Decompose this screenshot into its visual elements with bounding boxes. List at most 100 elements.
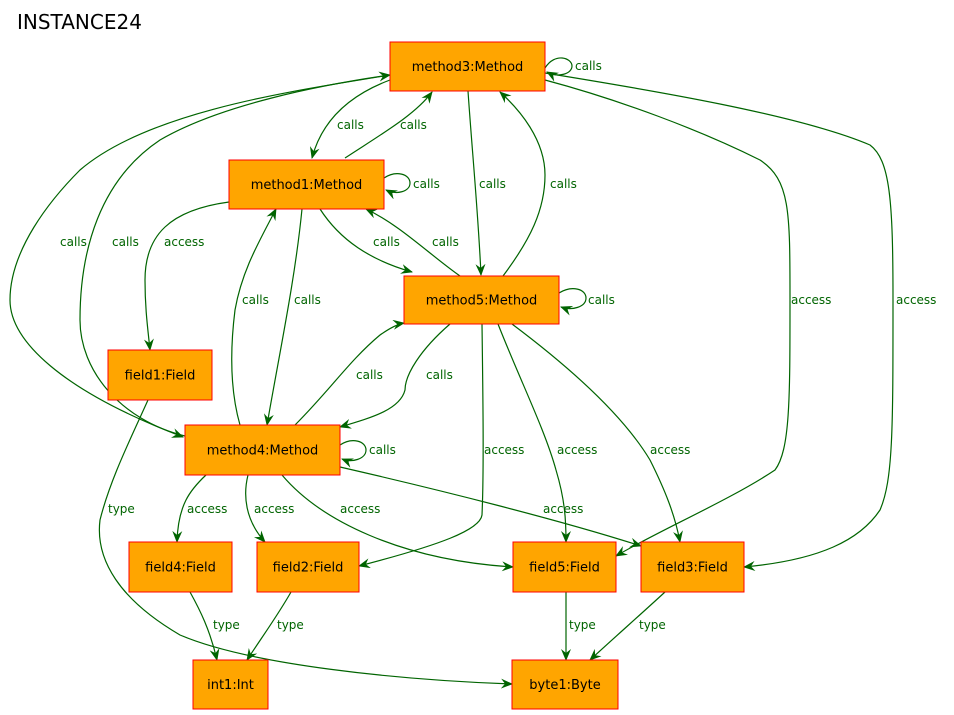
edge-line — [544, 72, 894, 571]
edge-m1-m5: calls — [319, 208, 413, 274]
node-label: int1:Int — [207, 678, 254, 693]
edge-m1-f1: access — [143, 201, 230, 351]
edge-line — [544, 79, 791, 557]
edge-f3-b1: type — [589, 591, 666, 661]
edge-label: calls — [356, 368, 383, 382]
node-i1: int1:Int — [192, 659, 269, 710]
edge-line — [467, 90, 486, 276]
edge-line — [339, 323, 451, 429]
edge-label: calls — [400, 118, 427, 132]
edge-m4-f2: access — [245, 474, 294, 543]
node-m5: method5:Method — [403, 275, 560, 325]
edge-line — [339, 466, 642, 548]
edge-m5-m1: calls — [365, 208, 461, 277]
edge-m3-f5: access — [544, 79, 831, 557]
node-label: method4:Method — [207, 444, 319, 459]
node-m3: method3:Method — [389, 41, 546, 92]
node-f4: field4:Field — [128, 541, 233, 593]
edge-m4-m1: calls — [231, 208, 277, 426]
edge-label: calls — [575, 59, 602, 73]
edge-line — [589, 591, 666, 661]
node-label: field2:Field — [273, 561, 344, 576]
edge-line — [319, 208, 413, 274]
edge-line — [544, 57, 573, 82]
edge-line — [499, 91, 546, 277]
edge-label: access — [484, 443, 524, 457]
node-box — [403, 275, 560, 325]
node-label: field1:Field — [125, 369, 196, 384]
node-box — [511, 659, 619, 710]
edge-line — [339, 440, 367, 468]
node-f3: field3:Field — [640, 541, 745, 593]
node-m1: method1:Method — [228, 159, 385, 210]
edge-line — [294, 319, 405, 426]
edge-line — [98, 399, 513, 689]
node-label: method5:Method — [426, 294, 538, 309]
node-f5: field5:Field — [512, 541, 617, 593]
edge-m4-m5: calls — [294, 319, 405, 426]
edge-label: calls — [242, 293, 269, 307]
edge-line — [172, 474, 207, 543]
edge-m5-f3: access — [511, 323, 690, 543]
node-label: method3:Method — [412, 60, 524, 75]
edge-m3-f3: access — [544, 72, 936, 571]
edge-line — [497, 323, 571, 543]
edge-line — [511, 323, 683, 543]
edge-label: access — [164, 235, 204, 249]
edge-line — [143, 201, 230, 351]
node-label: method1:Method — [251, 178, 363, 193]
node-label: byte1:Byte — [529, 678, 600, 693]
edge-label: calls — [550, 177, 577, 191]
node-box — [256, 541, 360, 593]
edge-m5-m5: calls — [558, 288, 615, 316]
edge-label: access — [791, 293, 831, 307]
edge-label: type — [108, 502, 135, 516]
edge-line — [9, 74, 391, 438]
node-b1: byte1:Byte — [511, 659, 619, 710]
edge-line — [245, 474, 266, 543]
edge-label: type — [213, 618, 240, 632]
edge-label: access — [187, 502, 227, 516]
edge-line — [189, 591, 220, 661]
edge-m1-m1: calls — [383, 173, 440, 200]
node-box — [128, 541, 233, 593]
edge-m5-m3: calls — [499, 91, 577, 277]
node-label: field5:Field — [529, 561, 600, 576]
edge-label: access — [340, 502, 380, 516]
edge-label: calls — [426, 368, 453, 382]
edge-line — [358, 323, 484, 569]
edge-m4-f5: access — [281, 474, 514, 572]
edge-m4-m3: calls — [79, 71, 391, 437]
edge-m5-f2: access — [358, 323, 524, 569]
edge-m4-m4: calls — [339, 440, 396, 468]
edge-label: calls — [112, 235, 139, 249]
edge-label: type — [639, 618, 666, 632]
edge-label: type — [569, 618, 596, 632]
edge-label: access — [254, 502, 294, 516]
edge-f4-i1: type — [189, 591, 240, 661]
node-m4: method4:Method — [184, 424, 341, 476]
edge-line — [344, 91, 433, 159]
edge-f1-b1: type — [98, 399, 513, 689]
edge-label: access — [896, 293, 936, 307]
edge-m3-m5: calls — [467, 90, 506, 276]
edge-m1-m3: calls — [344, 91, 433, 159]
edge-m5-f5: access — [497, 323, 597, 543]
edge-label: calls — [373, 235, 400, 249]
edge-m5-m4: calls — [339, 323, 453, 429]
edge-label: calls — [60, 235, 87, 249]
edge-label: calls — [413, 177, 440, 191]
edge-label: calls — [369, 443, 396, 457]
edge-f2-i1: type — [246, 591, 304, 661]
edge-line — [383, 173, 411, 200]
edge-line — [79, 71, 391, 437]
edge-label: access — [543, 502, 583, 516]
node-box — [640, 541, 745, 593]
node-box — [512, 541, 617, 593]
edge-line — [558, 288, 587, 316]
edge-m1-m4: calls — [263, 208, 321, 426]
edge-m4-f3: access — [339, 466, 642, 548]
edge-line — [309, 79, 391, 159]
edge-label: calls — [588, 293, 615, 307]
